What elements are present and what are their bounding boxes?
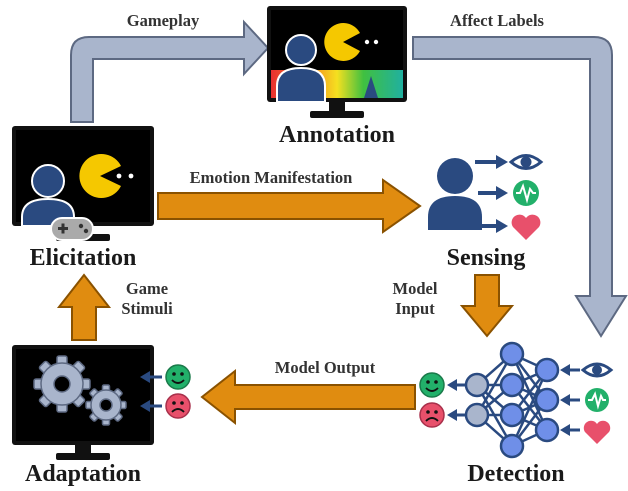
label-model-input-2: Input xyxy=(395,299,435,318)
heart-icon xyxy=(511,214,541,240)
eye-icon xyxy=(508,154,544,170)
sensing-group xyxy=(428,154,544,240)
label-adaptation: Adaptation xyxy=(25,461,141,487)
person-icon xyxy=(428,158,482,230)
heartbeat-signal-icon xyxy=(585,388,609,412)
pacman-icon xyxy=(324,22,360,62)
label-elicitation: Elicitation xyxy=(30,245,137,271)
happy-face-icon xyxy=(419,372,445,398)
label-game-stimuli-1: Game xyxy=(126,279,168,298)
model-input-arrow xyxy=(459,274,515,338)
sensing-arrows xyxy=(475,155,508,233)
sad-face-icon xyxy=(165,393,191,419)
model-output-arrow xyxy=(200,368,416,426)
label-gameplay: Gameplay xyxy=(127,11,200,30)
label-model-input-1: Model xyxy=(393,279,438,298)
happy-face-icon xyxy=(165,364,191,390)
label-affect-labels: Affect Labels xyxy=(450,11,545,30)
neural-network-icon xyxy=(419,341,614,459)
eye-icon xyxy=(580,362,614,378)
gameplay-arrow xyxy=(70,19,270,123)
heartbeat-signal-icon xyxy=(513,180,539,206)
label-detection: Detection xyxy=(467,461,564,487)
annotation-marker xyxy=(364,76,378,98)
adaptation-arrows xyxy=(140,371,162,412)
sad-face-icon xyxy=(419,402,445,428)
game-stimuli-arrow xyxy=(56,273,112,341)
gamepad-icon xyxy=(50,217,94,241)
label-model-output: Model Output xyxy=(275,358,376,377)
emotion-manifestation-arrow xyxy=(157,178,422,234)
label-annotation: Annotation xyxy=(279,122,395,148)
label-emotion-manifestation: Emotion Manifestation xyxy=(190,168,353,187)
heart-icon xyxy=(583,420,611,444)
label-sensing: Sensing xyxy=(447,245,526,271)
gears-icon xyxy=(33,355,127,426)
affect-labels-arrow xyxy=(412,36,628,338)
label-game-stimuli-2: Stimuli xyxy=(121,299,173,318)
pacman-icon xyxy=(79,154,121,198)
adaptation-monitor xyxy=(12,345,191,460)
elicitation-monitor xyxy=(12,126,154,241)
person-icon xyxy=(276,34,326,103)
annotation-monitor xyxy=(267,6,407,118)
